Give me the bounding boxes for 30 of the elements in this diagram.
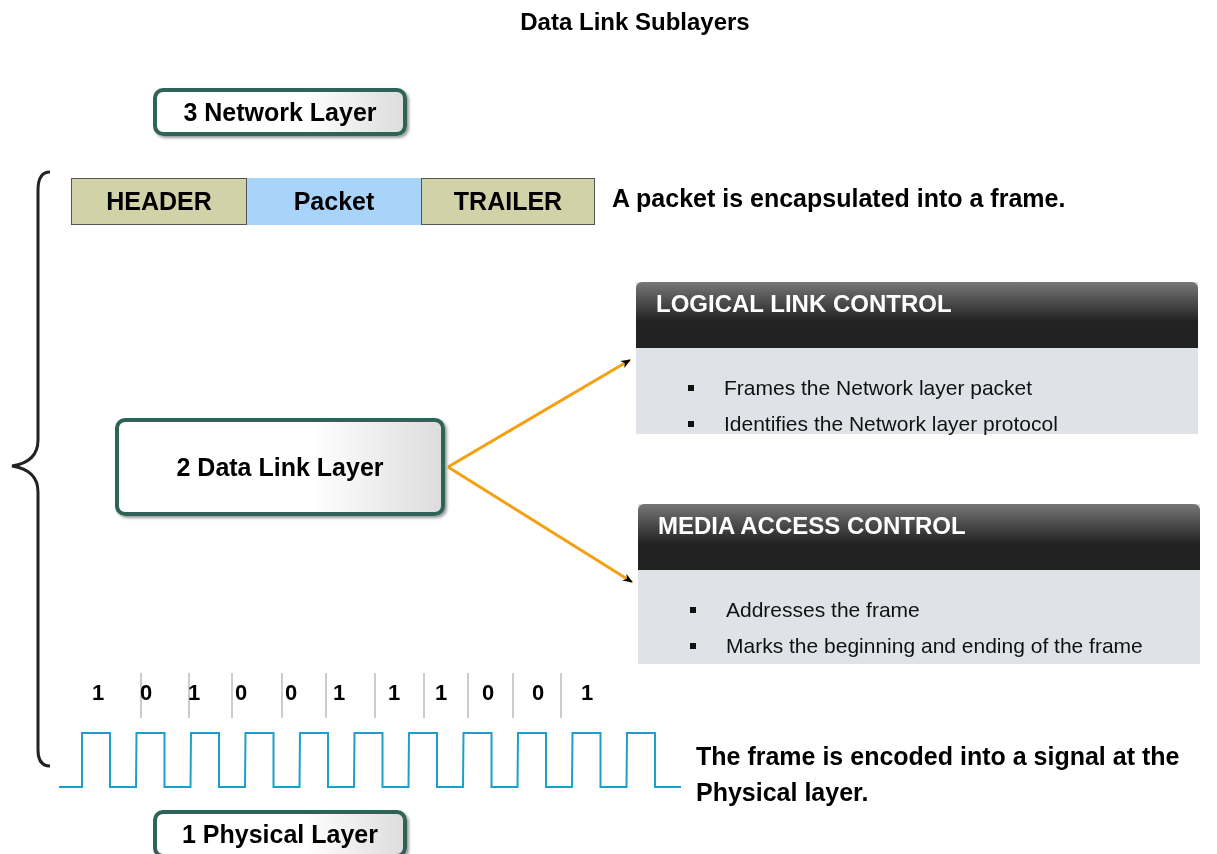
- caption-text: The frame is encoded into a signal at the Physical layer.: [696, 741, 1181, 808]
- bullet-item: Identifies the Network layer protocol: [688, 408, 1198, 440]
- bullet-item: Frames the Network layer packet: [688, 372, 1198, 404]
- bit-digit: 0: [235, 680, 248, 706]
- caption-text: A packet is encapsulated into a frame.: [612, 184, 1066, 213]
- bit-digit: 1: [92, 680, 105, 706]
- arrow: [447, 358, 631, 469]
- info-panel: [636, 282, 1198, 434]
- header-field: HEADER: [71, 178, 247, 225]
- info-panel: [638, 504, 1200, 664]
- layer-button: 3 Network Layer: [153, 88, 407, 136]
- bit-digit: 1: [435, 680, 448, 706]
- panel-heading: LOGICAL LINK CONTROL: [636, 282, 1198, 348]
- arrow: [447, 465, 633, 584]
- bullet-item: Marks the beginning and ending of the frame: [690, 630, 1200, 662]
- layer-button: 2 Data Link Layer: [115, 418, 445, 516]
- trailer-field: TRAILER: [421, 178, 595, 225]
- bit-digit: 0: [482, 680, 495, 706]
- bit-digit: 1: [188, 680, 201, 706]
- bit-digit: 1: [388, 680, 401, 706]
- layer-button: 1 Physical Layer: [153, 810, 407, 854]
- bit-digit: 0: [532, 680, 545, 706]
- diagram-title: Data Link Sublayers: [519, 8, 751, 36]
- bit-digit: 0: [140, 680, 153, 706]
- panel-heading: MEDIA ACCESS CONTROL: [638, 504, 1200, 570]
- bit-digit: 0: [285, 680, 298, 706]
- packet-field: Packet: [247, 178, 421, 225]
- bit-digit: 1: [581, 680, 594, 706]
- bullet-item: Addresses the frame: [690, 594, 1200, 626]
- bit-digit: 1: [333, 680, 346, 706]
